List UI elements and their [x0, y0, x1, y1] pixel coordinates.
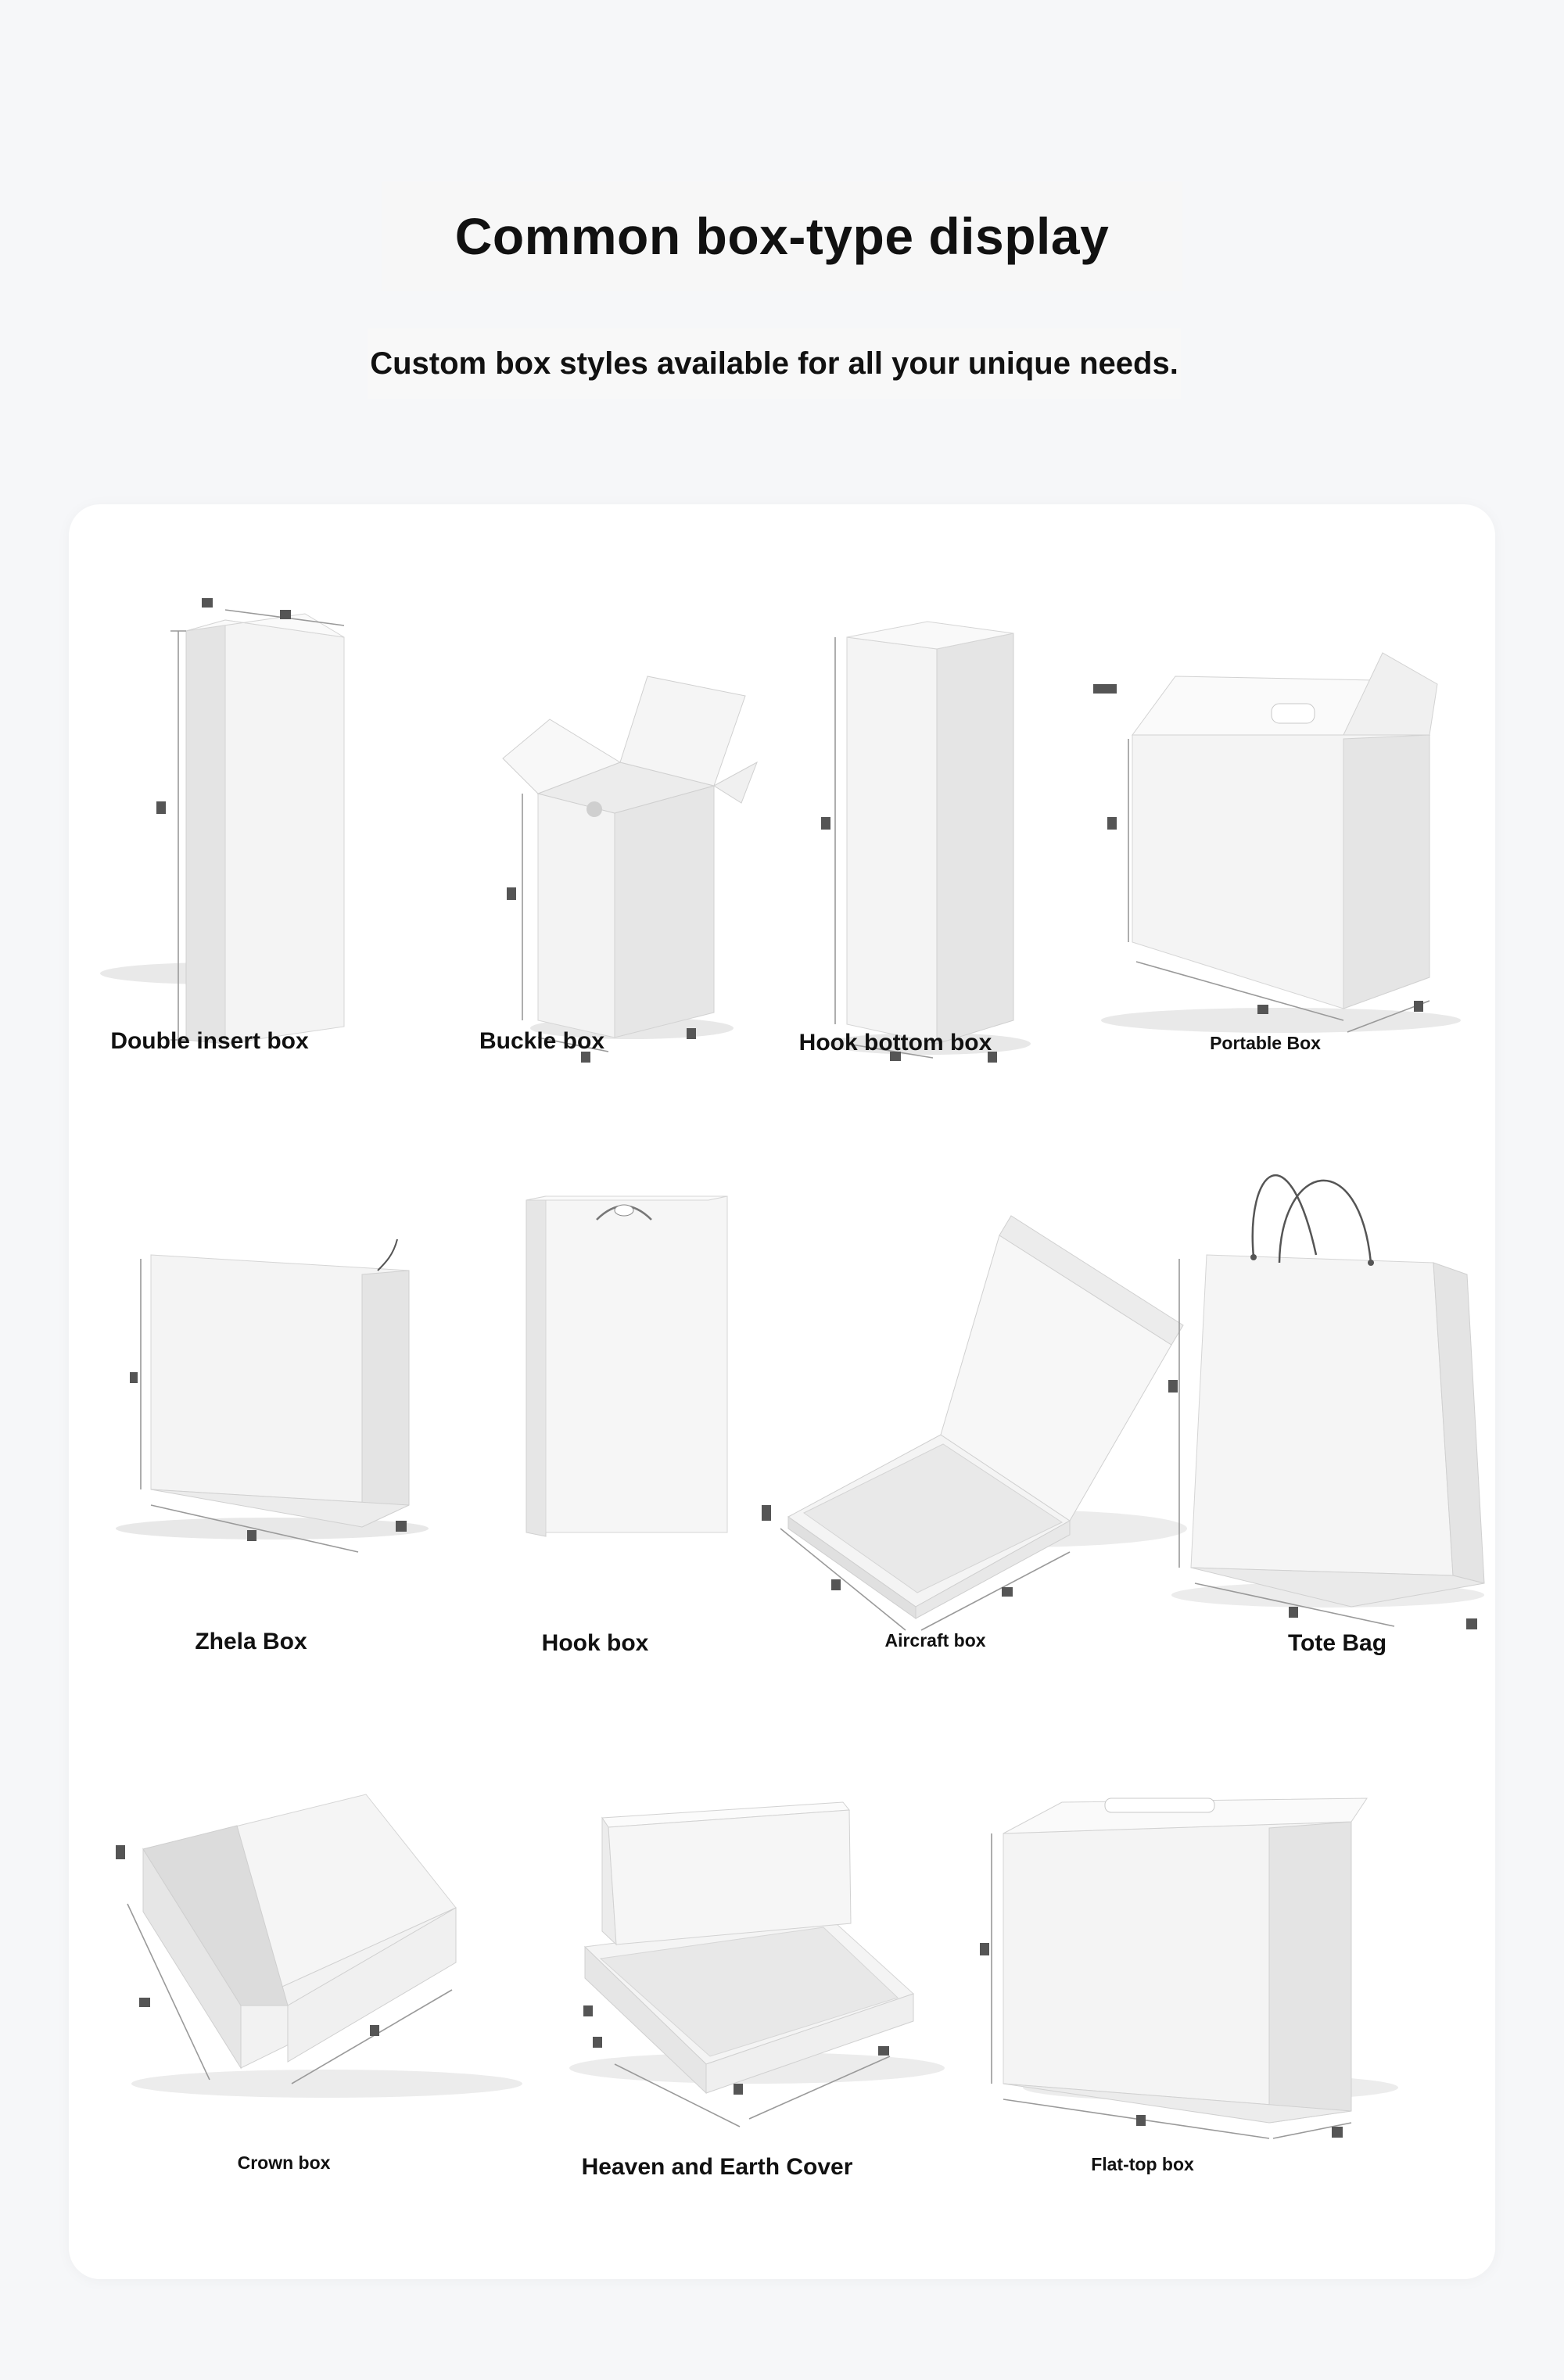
box-card-aircraft: [757, 1161, 1226, 1631]
hook-box-icon: [526, 1195, 728, 1537]
box-card-buckle: [413, 582, 773, 1067]
box-type-panel: Double insert box Buckle box: [69, 504, 1495, 2279]
double-insert-box-icon: [100, 598, 345, 1045]
crown-box-icon: [116, 1794, 522, 2098]
box-card-zhela: [100, 1192, 444, 1630]
zhela-box-icon: [116, 1238, 429, 1553]
buckle-box-icon: [502, 676, 758, 1063]
label-aircraft-box: Aircraft box: [884, 1630, 986, 1651]
box-card-portable: [1085, 582, 1476, 1067]
tote-bag-icon: [1168, 1174, 1485, 1629]
title-banner: Common box-type display: [382, 181, 1182, 291]
box-card-crown: [100, 1771, 538, 2162]
label-zhela-box: Zhela Box: [195, 1629, 307, 1654]
label-crown-box: Crown box: [237, 2152, 331, 2173]
portable-box-icon: [1093, 652, 1461, 1033]
box-card-double-insert: [100, 582, 413, 1067]
label-heaven-and-earth-cover: Heaven and Earth Cover: [581, 2154, 853, 2180]
label-hook-box: Hook box: [541, 1630, 649, 1656]
hero-header: Common box-type display Custom box style…: [0, 0, 1564, 500]
box-card-hook-bottom: [773, 582, 1085, 1067]
box-card-hook: [507, 1177, 741, 1630]
label-hook-bottom-box: Hook bottom box: [798, 1030, 992, 1056]
hook-bottom-box-icon: [821, 621, 1031, 1063]
box-card-heaven-and-earth: [522, 1771, 992, 2162]
label-flat-top-box: Flat-top box: [1091, 2154, 1194, 2174]
page-title: Common box-type display: [454, 207, 1110, 265]
label-tote-bag: Tote Bag: [1287, 1630, 1387, 1656]
label-portable-box: Portable Box: [1210, 1033, 1321, 1053]
subtitle-banner: Custom box styles available for all your…: [368, 328, 1181, 399]
flat-top-box-icon: [980, 1798, 1398, 2139]
page-subtitle: Custom box styles available for all your…: [370, 346, 1178, 381]
box-card-tote-bag: [1156, 1145, 1485, 1630]
label-buckle-box: Buckle box: [479, 1028, 605, 1054]
aircraft-box-icon: [762, 1215, 1187, 1631]
box-card-flat-top: [960, 1755, 1429, 2162]
label-double-insert-box: Double insert box: [110, 1028, 309, 1054]
heaven-and-earth-cover-icon: [569, 1801, 945, 2127]
